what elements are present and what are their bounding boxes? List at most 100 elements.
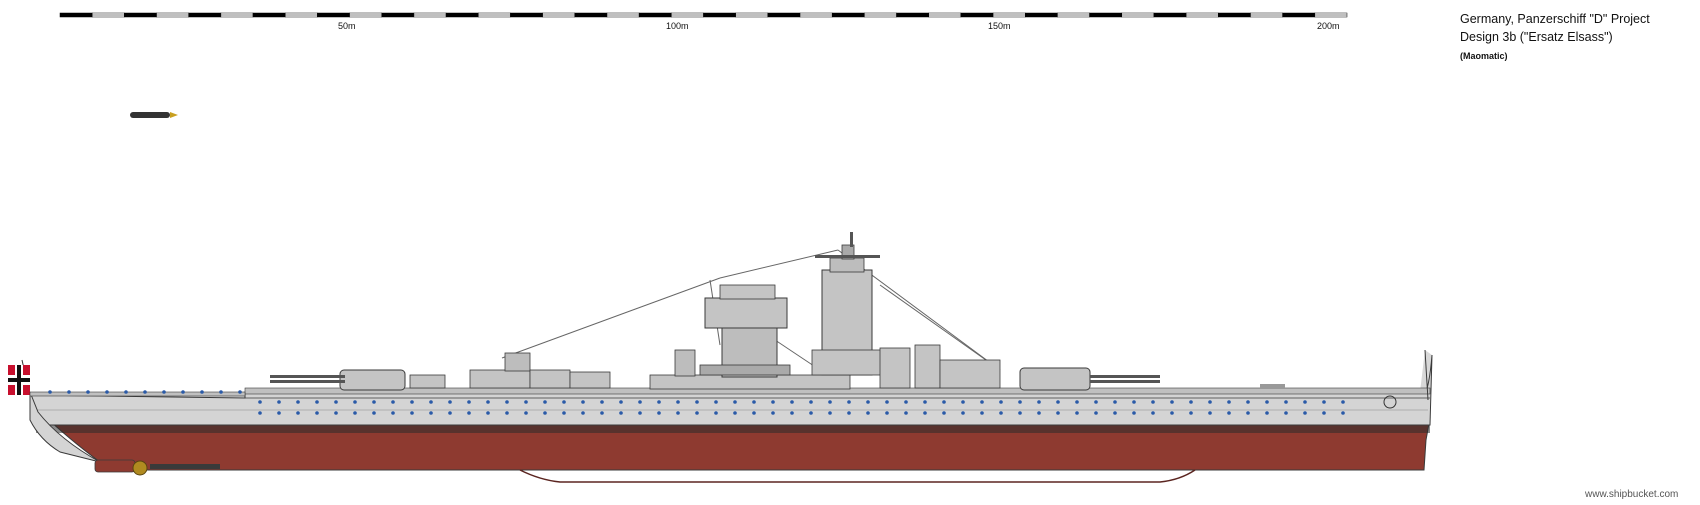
porthole — [1303, 400, 1307, 404]
porthole — [676, 411, 680, 415]
porthole — [296, 400, 300, 404]
porthole — [1227, 400, 1231, 404]
porthole — [258, 411, 262, 415]
porthole — [1322, 400, 1326, 404]
porthole — [638, 400, 642, 404]
porthole — [124, 390, 128, 394]
porthole — [1132, 400, 1136, 404]
ensign-flag — [8, 359, 31, 396]
porthole — [105, 390, 109, 394]
scale-label-200m: 200m — [1317, 21, 1340, 31]
author-credit: (Maomatic) — [1460, 51, 1508, 61]
porthole — [181, 390, 185, 394]
propeller-assembly — [94, 459, 220, 476]
porthole — [1056, 411, 1060, 415]
porthole — [980, 400, 984, 404]
porthole — [733, 411, 737, 415]
porthole — [828, 400, 832, 404]
secondary-structures — [879, 344, 1001, 389]
porthole — [790, 400, 794, 404]
porthole — [448, 411, 452, 415]
porthole — [1322, 411, 1326, 415]
porthole — [809, 400, 813, 404]
forward-tower — [811, 232, 883, 376]
porthole — [429, 400, 433, 404]
porthole — [1113, 400, 1117, 404]
porthole — [581, 411, 585, 415]
porthole — [67, 390, 71, 394]
porthole — [1265, 411, 1269, 415]
porthole — [1341, 400, 1345, 404]
porthole — [619, 411, 623, 415]
porthole — [543, 400, 547, 404]
porthole — [999, 400, 1003, 404]
porthole — [562, 411, 566, 415]
porthole — [790, 411, 794, 415]
porthole — [1341, 411, 1345, 415]
porthole — [1189, 400, 1193, 404]
porthole — [771, 400, 775, 404]
porthole — [1037, 400, 1041, 404]
porthole — [372, 400, 376, 404]
title-line-2: Design 3b ("Ersatz Elsass") — [1460, 30, 1613, 44]
porthole — [980, 411, 984, 415]
bow-details — [1260, 349, 1429, 409]
porthole — [315, 411, 319, 415]
porthole — [86, 390, 90, 394]
porthole — [714, 400, 718, 404]
porthole — [143, 390, 147, 394]
porthole — [847, 411, 851, 415]
porthole — [315, 400, 319, 404]
torpedo-bulge — [519, 469, 1196, 483]
portholes — [48, 390, 1345, 415]
porthole — [410, 411, 414, 415]
porthole — [1246, 400, 1250, 404]
porthole — [334, 400, 338, 404]
porthole — [1208, 400, 1212, 404]
porthole — [543, 411, 547, 415]
porthole — [752, 411, 756, 415]
porthole — [1246, 411, 1250, 415]
porthole — [923, 400, 927, 404]
porthole — [1037, 411, 1041, 415]
porthole — [1151, 400, 1155, 404]
porthole — [467, 400, 471, 404]
porthole — [505, 411, 509, 415]
porthole — [258, 400, 262, 404]
porthole — [410, 400, 414, 404]
porthole — [1018, 411, 1022, 415]
porthole — [1132, 411, 1136, 415]
porthole — [1094, 400, 1098, 404]
porthole — [733, 400, 737, 404]
porthole — [771, 411, 775, 415]
porthole — [961, 400, 965, 404]
porthole — [296, 411, 300, 415]
porthole — [942, 400, 946, 404]
aft-main-turret — [270, 369, 406, 391]
porthole — [657, 400, 661, 404]
porthole — [904, 411, 908, 415]
porthole — [448, 400, 452, 404]
porthole — [885, 411, 889, 415]
scale-label-100m: 100m — [666, 21, 689, 31]
porthole — [1113, 411, 1117, 415]
porthole — [162, 390, 166, 394]
quarterdeck — [29, 391, 246, 397]
porthole — [1075, 411, 1079, 415]
porthole — [942, 411, 946, 415]
porthole — [619, 400, 623, 404]
porthole — [695, 411, 699, 415]
porthole — [676, 400, 680, 404]
porthole — [600, 400, 604, 404]
porthole — [866, 400, 870, 404]
porthole — [904, 400, 908, 404]
porthole — [1094, 411, 1098, 415]
porthole — [1265, 400, 1269, 404]
porthole — [638, 411, 642, 415]
scale-label-50m: 50m — [338, 21, 356, 31]
porthole — [486, 411, 490, 415]
porthole — [524, 400, 528, 404]
porthole — [1170, 400, 1174, 404]
porthole — [1189, 411, 1193, 415]
porthole — [48, 390, 52, 394]
